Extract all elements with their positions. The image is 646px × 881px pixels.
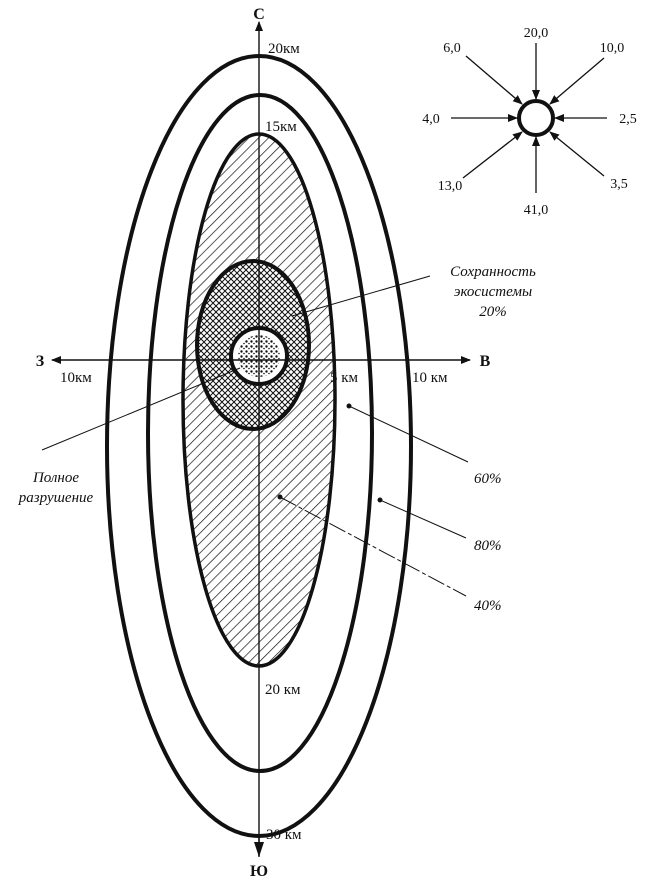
- wind-rose-center-circle: [517, 99, 555, 137]
- distance-west: 10км: [60, 370, 92, 386]
- compass-south: Ю: [250, 863, 268, 880]
- distance-east-inner: 5 км: [330, 370, 359, 386]
- compass-east: В: [480, 353, 491, 370]
- leader-line-destruction: [41, 367, 241, 451]
- distance-south-outer: 30 км: [266, 827, 302, 843]
- leader-line-40: [279, 496, 467, 597]
- south-arrowhead: [254, 842, 264, 857]
- total-destruction-label-line2: разрушение: [18, 490, 94, 506]
- wind-value-south: 41,0: [524, 203, 549, 218]
- leader-line-20: [291, 275, 431, 317]
- wind-rose: 20,0 10,0 2,5 3,5 41,0 13,0 4,0 6,0: [422, 26, 637, 218]
- zone-20-label-line1: Сохранность: [450, 264, 536, 280]
- zone-40-label: 40%: [474, 598, 502, 614]
- leader-line-80: [379, 499, 467, 539]
- wind-value-north: 20,0: [524, 26, 549, 41]
- wind-arrow-north-west: [465, 55, 523, 105]
- wind-arrow-south-east: [549, 131, 605, 177]
- leader-line-60: [348, 405, 469, 463]
- wind-value-south-west: 13,0: [438, 179, 463, 194]
- zone-60-label: 60%: [474, 471, 502, 487]
- wind-arrow-north-east: [549, 57, 605, 105]
- distance-south-inner: 20 км: [265, 682, 301, 698]
- compass-west: З: [36, 353, 45, 370]
- wind-value-north-west: 6,0: [443, 41, 461, 56]
- wind-value-west: 4,0: [422, 112, 440, 127]
- wind-arrow-south-west: [462, 131, 523, 179]
- compass-north: С: [253, 6, 265, 23]
- wind-value-south-east: 3,5: [610, 177, 628, 192]
- total-destruction-label-line1: Полное: [32, 470, 79, 486]
- wind-value-north-east: 10,0: [600, 41, 625, 56]
- zone-20-label-line2: экосистемы: [454, 284, 532, 300]
- distance-east-outer: 10 км: [412, 370, 448, 386]
- zone-80-label: 80%: [474, 538, 502, 554]
- zone-20-label-line3: 20%: [479, 304, 507, 320]
- wind-value-east: 2,5: [619, 112, 637, 127]
- distance-north-outer: 20км: [268, 41, 300, 57]
- distance-north-inner: 15км: [265, 119, 297, 135]
